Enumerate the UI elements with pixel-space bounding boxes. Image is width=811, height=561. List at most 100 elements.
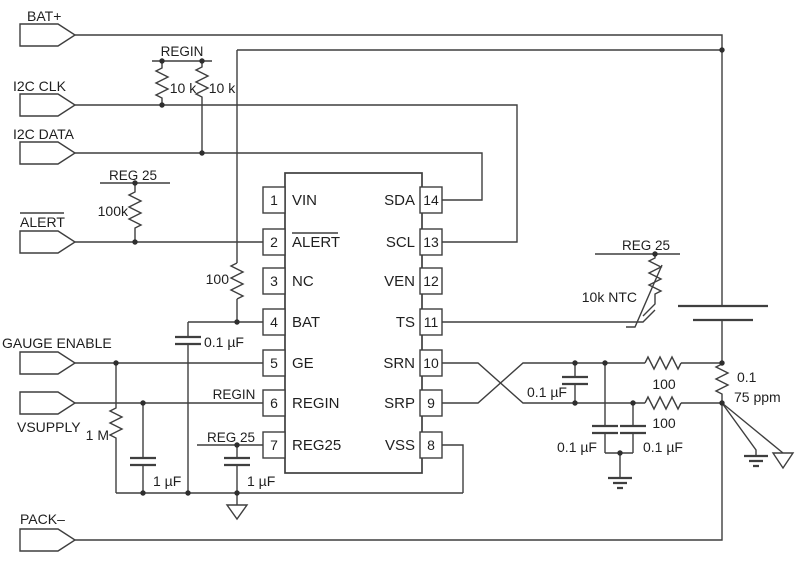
pin-1-number: 1	[270, 192, 278, 208]
pin-12-name: VEN	[384, 273, 415, 290]
ground-earth-sense	[744, 454, 768, 468]
pin-10-box	[419, 349, 443, 377]
pin-11-box	[419, 308, 443, 336]
resistor-alert-pullup	[127, 183, 143, 242]
value-r-scl-pullup: 10 k	[170, 80, 197, 96]
pin-10-name: SRN	[383, 355, 415, 372]
value-r-srp-filter: 100	[652, 415, 676, 431]
connector-pack-minus	[19, 528, 77, 552]
resistor-srn-filter	[644, 355, 682, 371]
resistor-ge-pulldown	[108, 363, 124, 493]
pin-4-number: 4	[270, 314, 278, 330]
value-r-sense: 0.1	[737, 369, 757, 385]
pin-7-box	[262, 431, 286, 459]
pin-5-box	[262, 349, 286, 377]
junction-dot	[719, 360, 725, 366]
wire-cap-common-to-ground	[605, 452, 633, 478]
resistor-sda-pullup	[194, 61, 210, 153]
label-gauge-enable: GAUGE ENABLE	[2, 335, 112, 351]
resistor-sense	[714, 363, 730, 403]
pin-5-number: 5	[270, 355, 278, 371]
value-r-bat-filter: 100	[206, 271, 230, 287]
value-r-ge-pulldown: 1 M	[86, 427, 109, 443]
value-c-vsupply: 1 µF	[153, 473, 181, 489]
wire-i2c-clk-to-scl	[75, 104, 518, 243]
wire-srp-stub	[442, 362, 645, 404]
connector-gauge-enable	[19, 351, 77, 375]
pin-2-number: 2	[270, 234, 278, 250]
ground-earth-caps	[608, 476, 632, 490]
junction-dot	[113, 360, 119, 366]
ground-chassis-reg25	[225, 504, 249, 521]
pin-6-box	[262, 389, 286, 417]
pin-9-name: SRP	[384, 395, 415, 412]
junction-dot	[617, 450, 623, 456]
pin-14-number: 14	[423, 192, 439, 208]
label-i2c-clk: I2C CLK	[13, 78, 67, 94]
junction-dot	[185, 490, 191, 496]
pin-11-number: 11	[424, 314, 439, 330]
pin-5-name: GE	[292, 355, 314, 372]
junction-dot	[234, 442, 240, 448]
capacitor-reg25	[224, 456, 250, 467]
pin-3-name: NC	[292, 273, 314, 290]
pin-1-box	[262, 186, 286, 214]
pin-12-number: 12	[423, 273, 439, 289]
wire-bat-pin-branch	[187, 49, 722, 493]
wire-bat-plus-rail	[75, 34, 723, 306]
connector-alert	[19, 230, 77, 254]
pin-3-box	[262, 267, 286, 295]
wire-sense-gnd-diag-2	[721, 402, 784, 454]
pin-10-number: 10	[423, 355, 439, 371]
pin-4-name: BAT	[292, 314, 320, 331]
wire-sense-gnd-diag-1	[721, 402, 757, 456]
value-r-alert-pullup: 100k	[98, 203, 129, 219]
junction-dot	[199, 150, 205, 156]
ground-chassis-sense	[771, 452, 795, 470]
pin-7-number: 7	[270, 437, 278, 453]
label-bat-plus: BAT+	[27, 8, 61, 24]
capacitor-srp	[620, 424, 646, 435]
junction-dot	[132, 239, 138, 245]
pin-2-box	[262, 228, 286, 256]
value-ntc: 10k NTC	[582, 289, 637, 305]
resistor-bat-filter	[229, 262, 245, 300]
value-c-srn: 0.1 µF	[557, 439, 597, 455]
label-vsupply: VSUPPLY	[17, 419, 81, 435]
label-alert: ALERT	[20, 214, 65, 230]
pin-9-box	[419, 389, 443, 417]
pin-13-number: 13	[423, 234, 439, 250]
pin-7-name: REG25	[292, 437, 341, 454]
pin-8-number: 8	[427, 437, 435, 453]
ic-body	[284, 172, 423, 474]
junction-dot	[140, 490, 146, 496]
capacitor-sr-diff	[562, 375, 588, 386]
capacitor-vsupply	[130, 456, 156, 467]
junction-dot	[234, 319, 240, 325]
capacitor-bat	[175, 335, 201, 346]
wire-sense-to-pack	[75, 403, 723, 541]
value-c-srp: 0.1 µF	[643, 439, 683, 455]
pin-11-name: TS	[396, 314, 415, 331]
net-label-reg25-right: REG 25	[622, 238, 670, 253]
net-label-reg25-left: REG 25	[109, 168, 157, 183]
junction-dot	[630, 400, 636, 406]
junction-dot	[199, 58, 205, 64]
wire-i2c-data-to-sda	[75, 152, 483, 201]
label-i2c-data: I2C DATA	[13, 126, 75, 142]
junction-dot	[719, 47, 725, 53]
pin-6-number: 6	[270, 395, 278, 411]
net-label-regin-pin6: REGIN	[213, 387, 256, 402]
resistor-scl-pullup	[154, 61, 170, 105]
pin-13-name: SCL	[386, 234, 415, 251]
pin-3-number: 3	[270, 273, 278, 289]
battery-symbol	[678, 304, 768, 322]
value-r-sda-pullup: 10 k	[209, 80, 236, 96]
junction-dot	[132, 180, 138, 186]
junction-dot	[652, 251, 658, 257]
value-c-sr-diff: 0.1 µF	[527, 384, 567, 400]
junction-dot	[159, 58, 165, 64]
value-r-srn-filter: 100	[652, 376, 676, 392]
value-r-sense-tc: 75 ppm	[734, 389, 781, 405]
